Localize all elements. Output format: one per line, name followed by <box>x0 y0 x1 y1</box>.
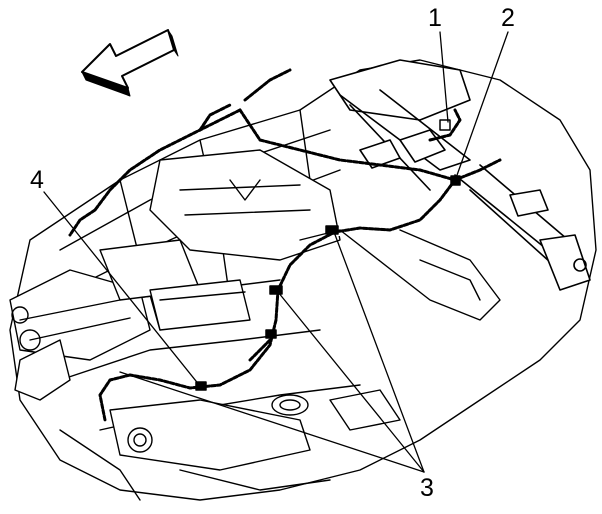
harness-clip <box>269 285 283 295</box>
harness-clip <box>325 225 339 235</box>
leader-lines <box>43 31 509 473</box>
leader-line-3b <box>277 291 425 473</box>
leader-line-4 <box>43 191 201 387</box>
harness-connector <box>439 119 451 131</box>
callout-2: 2 <box>501 4 515 32</box>
callout-1: 1 <box>428 4 442 32</box>
wiring-harness <box>68 68 502 422</box>
leader-line-2 <box>455 31 509 179</box>
center-tunnel <box>149 149 501 321</box>
harness-clip <box>265 329 277 339</box>
callout-3: 3 <box>420 474 434 502</box>
front-subframe <box>9 239 251 401</box>
leader-line-1 <box>439 31 449 123</box>
harness-clip <box>195 381 207 391</box>
harness-connector <box>450 175 461 186</box>
leader-line-3c <box>119 371 425 473</box>
left-arrow-icon <box>81 29 179 97</box>
leader-line-3a <box>333 231 425 473</box>
callout-4: 4 <box>30 166 44 194</box>
harness-clips <box>195 119 461 391</box>
